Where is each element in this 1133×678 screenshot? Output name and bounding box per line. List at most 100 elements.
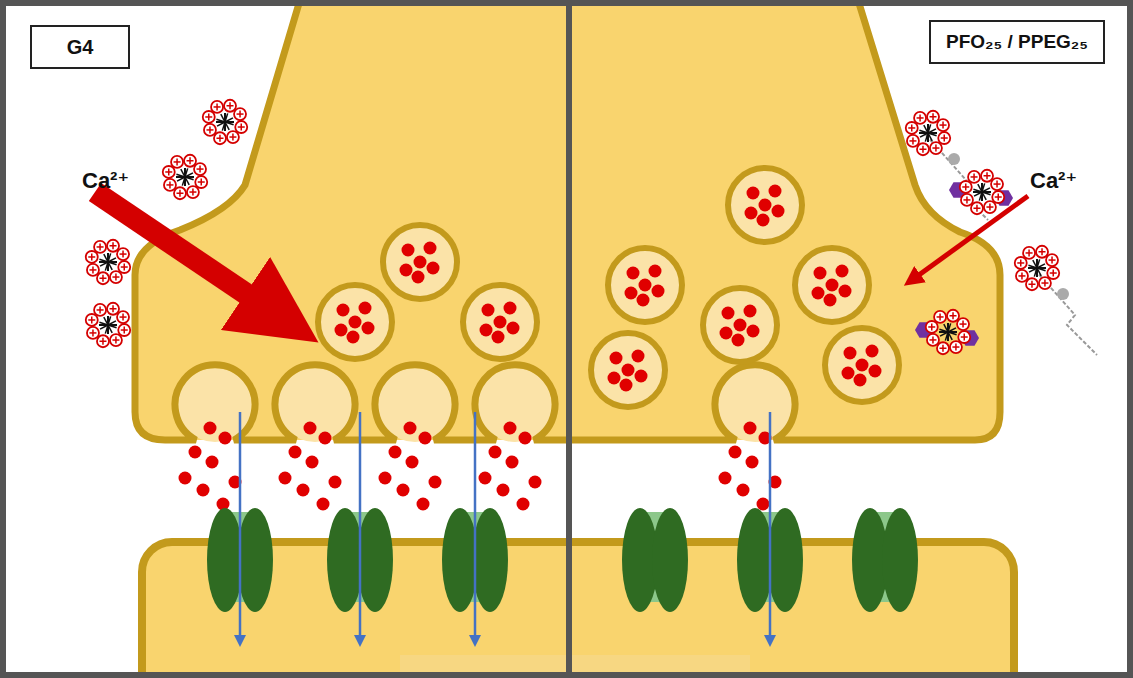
plus-sign bbox=[91, 253, 93, 260]
charge bbox=[187, 186, 199, 198]
plus-sign bbox=[962, 321, 964, 328]
neurotransmitter bbox=[719, 472, 732, 485]
receptor-subunit bbox=[472, 508, 508, 612]
plus-sign bbox=[112, 305, 114, 312]
charge bbox=[174, 187, 186, 199]
plus-sign bbox=[932, 336, 934, 343]
vesicle bbox=[608, 248, 682, 322]
neurotransmitter bbox=[337, 304, 350, 317]
plus-sign bbox=[996, 181, 998, 188]
charge bbox=[195, 176, 207, 188]
neurotransmitter bbox=[427, 262, 440, 275]
plus-sign bbox=[1051, 257, 1053, 264]
panel-label: G4 bbox=[67, 36, 94, 59]
neurotransmitter bbox=[732, 334, 745, 347]
core-bond bbox=[928, 129, 936, 133]
core-bond bbox=[1037, 268, 1041, 276]
plus-sign bbox=[123, 327, 125, 334]
plus-sign bbox=[1021, 272, 1023, 279]
plus-sign bbox=[122, 251, 124, 258]
charge bbox=[214, 132, 226, 144]
core-bond bbox=[108, 262, 112, 270]
neurotransmitter bbox=[720, 327, 733, 340]
neurotransmitter bbox=[652, 285, 665, 298]
neurotransmitter bbox=[414, 256, 427, 269]
charge bbox=[937, 342, 949, 354]
charge bbox=[203, 111, 215, 123]
neurotransmitter bbox=[429, 476, 442, 489]
plus-sign bbox=[208, 113, 210, 120]
neurotransmitter bbox=[745, 207, 758, 220]
charge bbox=[957, 318, 969, 330]
charge bbox=[107, 303, 119, 315]
calcium-influx-arrow bbox=[912, 196, 1028, 280]
core-bond bbox=[225, 118, 233, 122]
neurotransmitter bbox=[844, 347, 857, 360]
charge bbox=[117, 311, 129, 323]
neurotransmitter bbox=[842, 367, 855, 380]
ion-flow-arrow bbox=[239, 412, 242, 642]
charge bbox=[211, 101, 223, 113]
neurotransmitter bbox=[635, 370, 648, 383]
plus-sign bbox=[176, 158, 178, 165]
core-bond bbox=[924, 125, 928, 133]
neurotransmitter bbox=[744, 422, 757, 435]
neurotransmitter bbox=[419, 432, 432, 445]
core-bond bbox=[948, 332, 952, 340]
neurotransmitter bbox=[297, 484, 310, 497]
receptor-subunit bbox=[882, 508, 918, 612]
plus-sign bbox=[179, 190, 181, 197]
neurotransmitter bbox=[359, 302, 372, 315]
neurotransmitters bbox=[179, 422, 782, 511]
panel-label: PFO₂₅ / PPEG₂₅ bbox=[946, 31, 1088, 53]
vesicle bbox=[383, 225, 457, 299]
core-bond bbox=[948, 328, 956, 332]
charge bbox=[117, 248, 129, 260]
vesicle bbox=[728, 168, 802, 242]
neurotransmitter bbox=[424, 242, 437, 255]
label-box: PFO₂₅ / PPEG₂₅ bbox=[929, 20, 1105, 64]
vesicle bbox=[825, 328, 899, 402]
neurotransmitter bbox=[744, 305, 757, 318]
neurotransmitter bbox=[769, 185, 782, 198]
receptor-subunit bbox=[237, 508, 273, 612]
plus-sign bbox=[239, 111, 241, 118]
charge bbox=[906, 122, 918, 134]
dendrimers bbox=[86, 100, 1097, 355]
charge bbox=[164, 179, 176, 191]
neurotransmitter bbox=[206, 456, 219, 469]
charge bbox=[981, 170, 993, 182]
neurotransmitter bbox=[747, 325, 760, 338]
plus-sign bbox=[200, 179, 202, 186]
charge bbox=[94, 304, 106, 316]
neurotransmitter bbox=[497, 484, 510, 497]
core-bond bbox=[100, 325, 108, 329]
receptor-subunit bbox=[767, 508, 803, 612]
plus-sign bbox=[989, 204, 991, 211]
neurotransmitter bbox=[729, 446, 742, 459]
charge bbox=[926, 321, 938, 333]
charge bbox=[934, 311, 946, 323]
plus-sign bbox=[942, 122, 944, 129]
neurotransmitter bbox=[854, 374, 867, 387]
neurotransmitter bbox=[737, 484, 750, 497]
calcium-influx-arrow bbox=[95, 192, 282, 318]
plus-sign bbox=[1041, 248, 1043, 255]
plus-sign bbox=[912, 137, 914, 144]
neurotransmitter bbox=[317, 498, 330, 511]
neurotransmitter bbox=[389, 446, 402, 459]
charge bbox=[224, 100, 236, 112]
core-bond bbox=[928, 133, 932, 141]
core-bond bbox=[104, 317, 108, 325]
plus-sign bbox=[102, 338, 104, 345]
charge bbox=[107, 240, 119, 252]
neurotransmitter bbox=[417, 498, 430, 511]
neurotransmitter bbox=[400, 264, 413, 277]
plus-sign bbox=[986, 172, 988, 179]
neurotransmitter bbox=[204, 422, 217, 435]
plus-sign bbox=[922, 146, 924, 153]
plus-sign bbox=[199, 166, 201, 173]
dendrimer bbox=[163, 155, 207, 199]
plus-sign bbox=[192, 189, 194, 196]
